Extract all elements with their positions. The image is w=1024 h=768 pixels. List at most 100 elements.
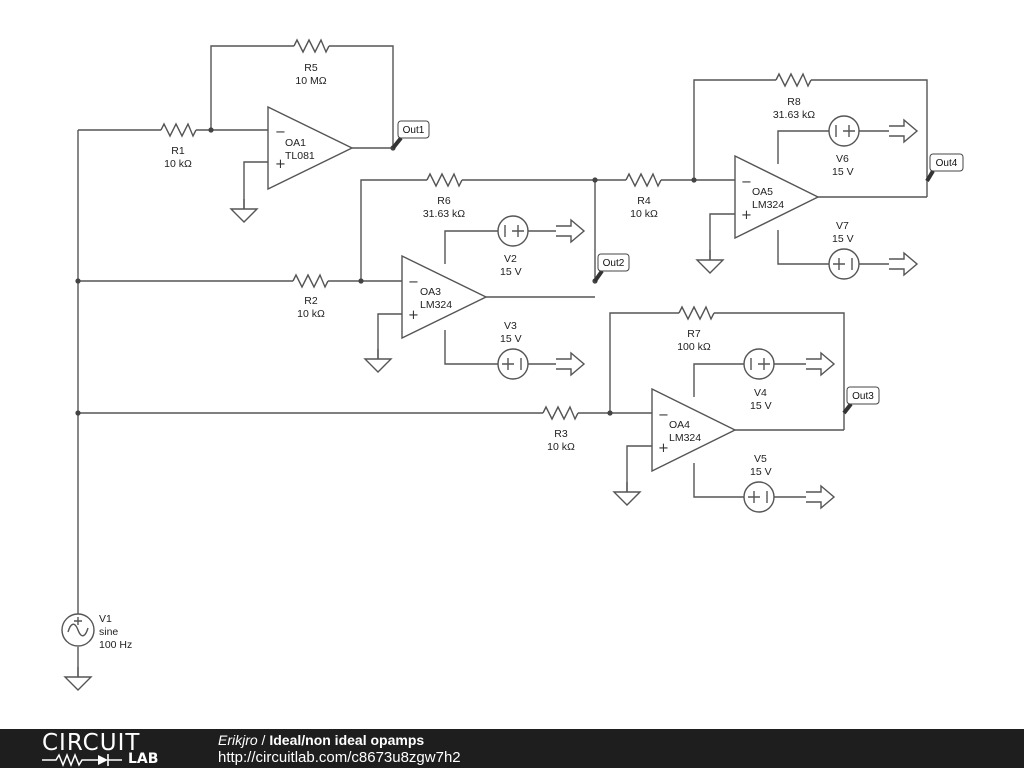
- supply-v7: [828, 248, 860, 280]
- v7-name: V7: [836, 220, 849, 232]
- resistor-r3: [542, 405, 579, 421]
- v7-value: 15 V: [832, 233, 854, 245]
- ground-v1: [64, 666, 92, 691]
- r6-name: R6: [437, 195, 451, 207]
- oa3-model: LM324: [420, 299, 452, 311]
- v6-name: V6: [836, 153, 849, 165]
- r3-value: 10 kΩ: [547, 441, 575, 453]
- probe-out3-label: Out3: [852, 391, 874, 402]
- resistor-r7: [678, 305, 715, 321]
- logo-circuit-icon: [42, 753, 122, 767]
- circuit-schematic: R1 10 kΩ R5 10 MΩ R2 10 kΩ R6 31.63 kΩ R…: [61, 38, 964, 691]
- r5-value: 10 MΩ: [295, 75, 326, 87]
- wire-oa3-vneg: [444, 330, 556, 365]
- author-link[interactable]: Erikjro: [218, 732, 258, 748]
- oa4-model: LM324: [669, 432, 701, 444]
- ground-oa5: [696, 249, 724, 274]
- v1-type: sine: [99, 626, 118, 638]
- r6-value: 31.63 kΩ: [423, 208, 465, 220]
- wire-oa5-vneg: [777, 230, 889, 265]
- footer-bar: CIRCUIT LAB Erikjro / Ideal/non ideal op…: [0, 729, 1024, 768]
- rail-arrow-v6: [888, 119, 918, 143]
- wire-r7-feedback: [609, 312, 845, 430]
- wire-r5-feedback: [210, 45, 394, 148]
- supply-v5: [743, 481, 775, 513]
- wire-oa5-vpos: [777, 130, 889, 164]
- resistor-r5: [293, 38, 330, 54]
- wire-r8-feedback: [693, 79, 928, 197]
- opamp-oa3: − +: [401, 254, 488, 340]
- probe-out1-label: Out1: [403, 125, 425, 136]
- resistor-r4: [625, 172, 662, 188]
- resistor-r6: [426, 172, 463, 188]
- v2-name: V2: [504, 253, 517, 265]
- rail-arrow-v4: [805, 352, 835, 376]
- v4-name: V4: [754, 387, 767, 399]
- supply-v3: [497, 348, 529, 380]
- ground-oa3: [364, 348, 392, 373]
- opamp-oa4: − +: [651, 387, 737, 473]
- wire-oa1-noninv: [243, 161, 268, 209]
- circuitlab-logo[interactable]: CIRCUIT LAB: [42, 731, 182, 767]
- probe-out2[interactable]: Out2: [593, 253, 630, 283]
- circuit-title-line: Erikjro / Ideal/non ideal opamps: [218, 731, 424, 749]
- circuit-url-link[interactable]: http://circuitlab.com/c8673u8zgw7h2: [218, 749, 461, 766]
- logo-wordmark-bottom: LAB: [128, 751, 159, 767]
- svg-text:+: +: [408, 308, 419, 323]
- oa1-name: OA1: [285, 137, 306, 149]
- r3-name: R3: [554, 428, 568, 440]
- svg-text:−: −: [741, 175, 752, 190]
- probe-out2-label: Out2: [603, 258, 625, 269]
- rail-arrow-v3: [555, 352, 585, 376]
- r2-name: R2: [304, 295, 318, 307]
- rail-arrow-v5: [805, 485, 835, 509]
- ground-oa4: [613, 481, 641, 506]
- rail-arrow-v7: [888, 252, 918, 276]
- wire-oa4-vneg: [693, 463, 806, 498]
- oa4-name: OA4: [669, 419, 690, 431]
- resistor-r8: [775, 72, 812, 88]
- junction-dots: [75, 127, 697, 416]
- svg-text:+: +: [275, 157, 286, 172]
- svg-text:−: −: [275, 125, 286, 140]
- probe-out3[interactable]: Out3: [842, 386, 880, 415]
- r4-value: 10 kΩ: [630, 208, 658, 220]
- r1-value: 10 kΩ: [164, 158, 192, 170]
- wire-oa5-noninv: [709, 213, 735, 260]
- supply-v4: [743, 348, 775, 380]
- r1-name: R1: [171, 145, 185, 157]
- svg-text:−: −: [658, 408, 669, 423]
- circuit-title[interactable]: Ideal/non ideal opamps: [269, 732, 425, 748]
- svg-text:+: +: [658, 441, 669, 456]
- resistor-r1: [160, 122, 197, 138]
- rail-arrow-v2: [555, 219, 585, 243]
- r7-name: R7: [687, 328, 701, 340]
- title-separator: /: [257, 732, 270, 748]
- probe-out4-label: Out4: [936, 158, 958, 169]
- logo-wordmark-top: CIRCUIT: [42, 730, 141, 756]
- probe-out4[interactable]: Out4: [925, 153, 964, 183]
- wire-oa3-vpos: [444, 230, 556, 264]
- supply-v2: [497, 215, 529, 247]
- source-v1: [61, 613, 95, 647]
- v1-frequency: 100 Hz: [99, 639, 132, 651]
- r7-value: 100 kΩ: [677, 341, 711, 353]
- r8-name: R8: [787, 96, 801, 108]
- wire-oa4-noninv: [626, 445, 652, 492]
- oa3-name: OA3: [420, 286, 441, 298]
- probe-out1[interactable]: Out1: [391, 120, 430, 150]
- v3-value: 15 V: [500, 333, 522, 345]
- oa5-model: LM324: [752, 199, 784, 211]
- v2-value: 15 V: [500, 266, 522, 278]
- wire-oa4-vpos: [693, 363, 806, 397]
- opamp-oa5: − +: [734, 154, 820, 240]
- svg-text:−: −: [408, 275, 419, 290]
- ground-oa1: [230, 198, 258, 223]
- r4-name: R4: [637, 195, 651, 207]
- svg-text:+: +: [741, 208, 752, 223]
- v3-name: V3: [504, 320, 517, 332]
- r5-name: R5: [304, 62, 318, 74]
- supply-v6: [828, 115, 860, 147]
- oa5-name: OA5: [752, 186, 773, 198]
- r2-value: 10 kΩ: [297, 308, 325, 320]
